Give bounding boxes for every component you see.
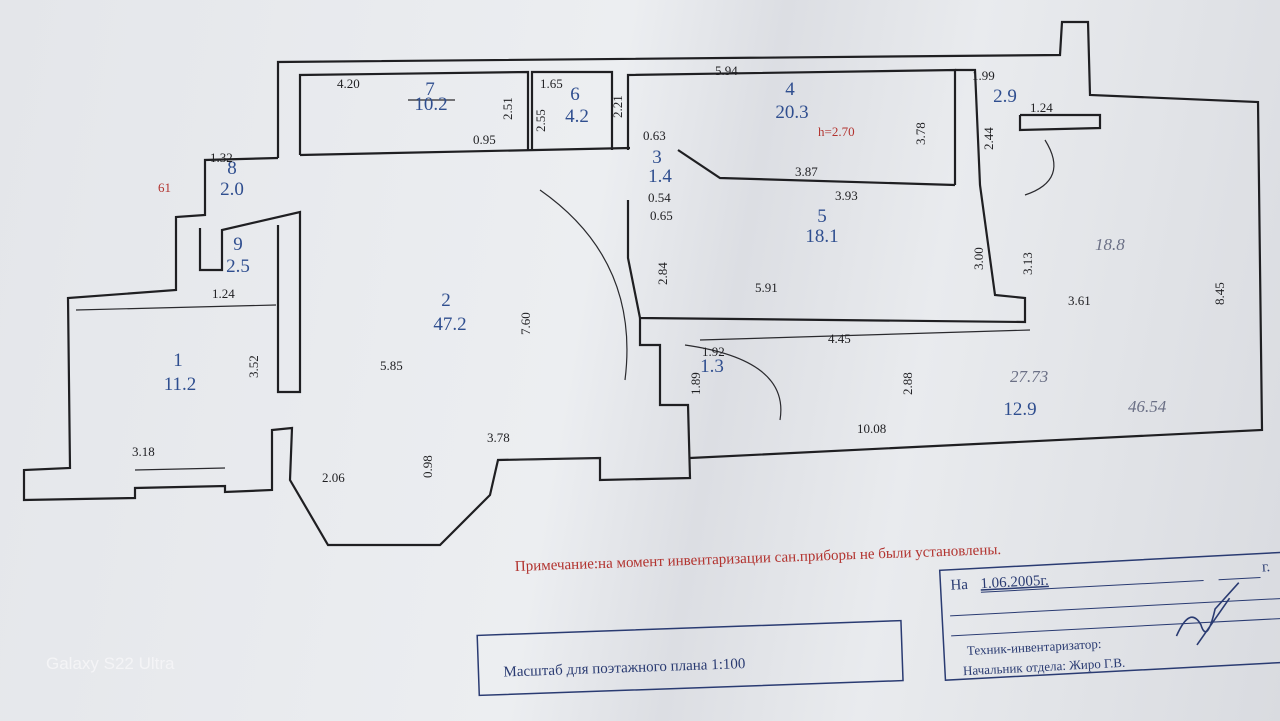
dimension-label: 8.45 (1212, 282, 1227, 305)
dimension-label: 2.0 (220, 179, 244, 200)
room-3: 31.4 (648, 147, 672, 187)
installation-note: Примечание:на момент инвентаризации сан.… (515, 542, 1002, 575)
dimension-label: 47.2 (433, 314, 466, 335)
dimension-label: 5.91 (755, 280, 778, 295)
dimension-label: г. (1262, 559, 1271, 575)
dimension-label: 1.24 (1030, 100, 1053, 115)
dimension-label: 1.89 (688, 372, 703, 395)
dimension-label: 1.92 (702, 344, 725, 359)
dimension-label: 1.4 (648, 166, 672, 187)
camera-watermark: Galaxy S22 Ultra (46, 654, 175, 673)
dimension-label: Масштаб для поэтажного плана 1:100 (503, 656, 745, 680)
signature (1175, 582, 1240, 646)
dimension-label: 12.9 (1003, 399, 1036, 420)
dimension-label: 1.65 (540, 76, 563, 91)
dimension-label: 1.3 (700, 356, 724, 377)
dimension-label: 20.3 (775, 102, 808, 123)
dimension-label: 2.5 (226, 256, 250, 277)
dimension-label: 3.61 (1068, 293, 1091, 308)
room-1: 111.2 (164, 350, 197, 395)
dimension-label: 4.45 (828, 331, 851, 346)
dimension-label: 3.78 (913, 122, 928, 145)
dimension-label: 3.13 (1020, 252, 1035, 275)
dimension-label: 3.52 (246, 355, 261, 378)
dimension-label: 4.20 (337, 76, 360, 91)
dimension-label: 2.44 (981, 127, 996, 150)
dimension-label: 1.24 (212, 286, 235, 301)
dimension-label: 3.18 (132, 444, 155, 459)
scale-box: Масштаб для поэтажного плана 1:100 (476, 619, 904, 697)
dimension-label: 3.00 (971, 247, 986, 270)
room-6: 64.2 (565, 84, 589, 127)
dimension-label: На (950, 577, 969, 594)
dimension-label: 1 (173, 350, 183, 371)
walls (22, 20, 1264, 547)
room-5: 518.1 (805, 206, 838, 247)
stamp-date: 1.06.2005г. (980, 573, 1049, 593)
dimension-label: 2.06 (322, 470, 345, 485)
dimension-label: 5.94 (715, 63, 738, 78)
dimension-label: 1.99 (972, 68, 995, 83)
dimension-label: 18.1 (805, 226, 838, 247)
room-7: 710.2 (408, 79, 455, 115)
room-4: 420.3 (775, 79, 808, 123)
dimension-label: 8 (227, 158, 237, 179)
dimension-label: 2.9 (993, 86, 1017, 107)
dimension-label: 2.88 (900, 372, 915, 395)
dimension-label: 2 (441, 290, 451, 311)
dimension-label: 18.8 (1095, 235, 1125, 254)
room-2: 247.2 (433, 290, 466, 335)
dimension-label: 0.54 (648, 190, 671, 205)
dimension-label: 0.65 (650, 208, 673, 223)
dimension-label: 2.84 (655, 262, 670, 285)
dimension-label: 1.32 (210, 150, 233, 165)
dimension-label: 2.21 (610, 95, 625, 118)
dimension-label: 3.78 (487, 430, 510, 445)
dimension-label: 7.60 (518, 312, 533, 335)
dimension-label: 4 (785, 79, 795, 100)
room-8: 82.0 (220, 158, 244, 200)
dimension-label: 2.55 (533, 109, 548, 132)
dimension-label: 10.08 (857, 421, 886, 436)
dimension-label: 0.63 (643, 128, 666, 143)
dimension-label: 5 (817, 206, 827, 227)
dimension-label: 9 (233, 234, 243, 255)
room-labels: 710.2 64.2 420.3 31.4 518.1 82.0 92.5 24… (158, 79, 1167, 420)
dimension-label: 3 (652, 147, 662, 168)
dimension-label: 3.87 (795, 164, 818, 179)
dimension-label: 3.93 (835, 188, 858, 203)
dimension-label: 2.51 (500, 97, 515, 120)
dimension-label: 4.2 (565, 106, 589, 127)
dimension-label: Техник-инвентаризатор: (967, 636, 1102, 658)
dimension-label: 10.2 (414, 94, 447, 115)
dimension-labels: 4.20 0.95 2.51 1.65 2.55 2.21 0.63 0.54 … (132, 63, 1227, 485)
dimension-label: 0.95 (473, 132, 496, 147)
dimension-label: 6 (570, 84, 580, 105)
room-9: 92.5 (226, 234, 250, 277)
dimension-label: 27.73 (1010, 367, 1048, 386)
dimension-label: h=2.70 (818, 124, 855, 139)
dimension-label: 7 (425, 79, 435, 100)
dimension-label: 5.85 (380, 358, 403, 373)
dimension-label: 61 (158, 180, 171, 195)
dimension-label: 46.54 (1128, 397, 1167, 416)
dimension-label: 0.98 (420, 455, 435, 478)
dimension-label: 11.2 (164, 374, 197, 395)
inventory-stamp: На 1.06.2005г. г. Техник-инвентаризатор:… (938, 551, 1280, 681)
